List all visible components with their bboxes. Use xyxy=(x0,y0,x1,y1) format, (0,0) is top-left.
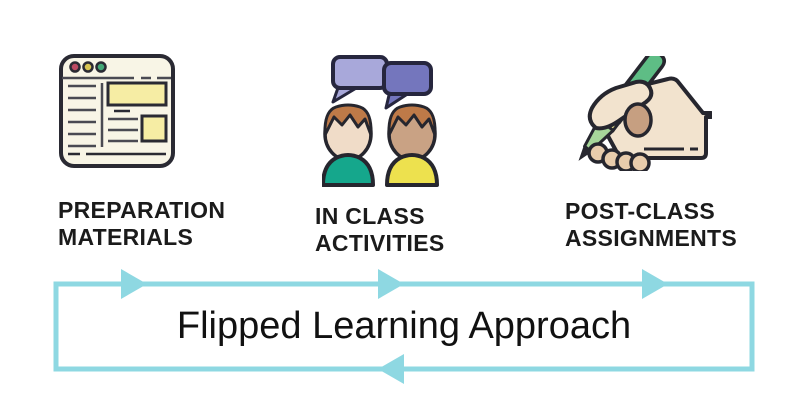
discussion-icon xyxy=(322,55,439,187)
flow-arrow-right-1-icon xyxy=(121,269,147,299)
stage-label-in-class-activities: IN CLASS ACTIVITIES xyxy=(315,203,515,257)
stage-label-post-class-assignments: POST-CLASS ASSIGNMENTS xyxy=(565,198,785,252)
stage-label-line: POST-CLASS xyxy=(565,198,715,224)
stage-label-line: ASSIGNMENTS xyxy=(565,225,737,251)
flow-arrow-left-icon xyxy=(378,354,404,384)
writing-hand-icon xyxy=(578,56,712,171)
stage-label-preparation-materials: PREPARATION MATERIALS xyxy=(58,197,258,251)
stage-in-class-activities: IN CLASS ACTIVITIES xyxy=(315,55,515,257)
stage-label-line: PREPARATION xyxy=(58,197,226,223)
stage-post-class-assignments: POST-CLASS ASSIGNMENTS xyxy=(565,56,785,252)
stage-label-line: IN CLASS xyxy=(315,203,425,229)
browser-window-icon xyxy=(59,54,175,168)
flow-arrow-right-2-icon xyxy=(378,269,404,299)
stage-preparation-materials: PREPARATION MATERIALS xyxy=(58,53,258,251)
flow-arrow-right-3-icon xyxy=(642,269,668,299)
stage-label-line: MATERIALS xyxy=(58,224,194,250)
stage-label-line: ACTIVITIES xyxy=(315,230,445,256)
banner-title: Flipped Learning Approach xyxy=(176,305,632,347)
